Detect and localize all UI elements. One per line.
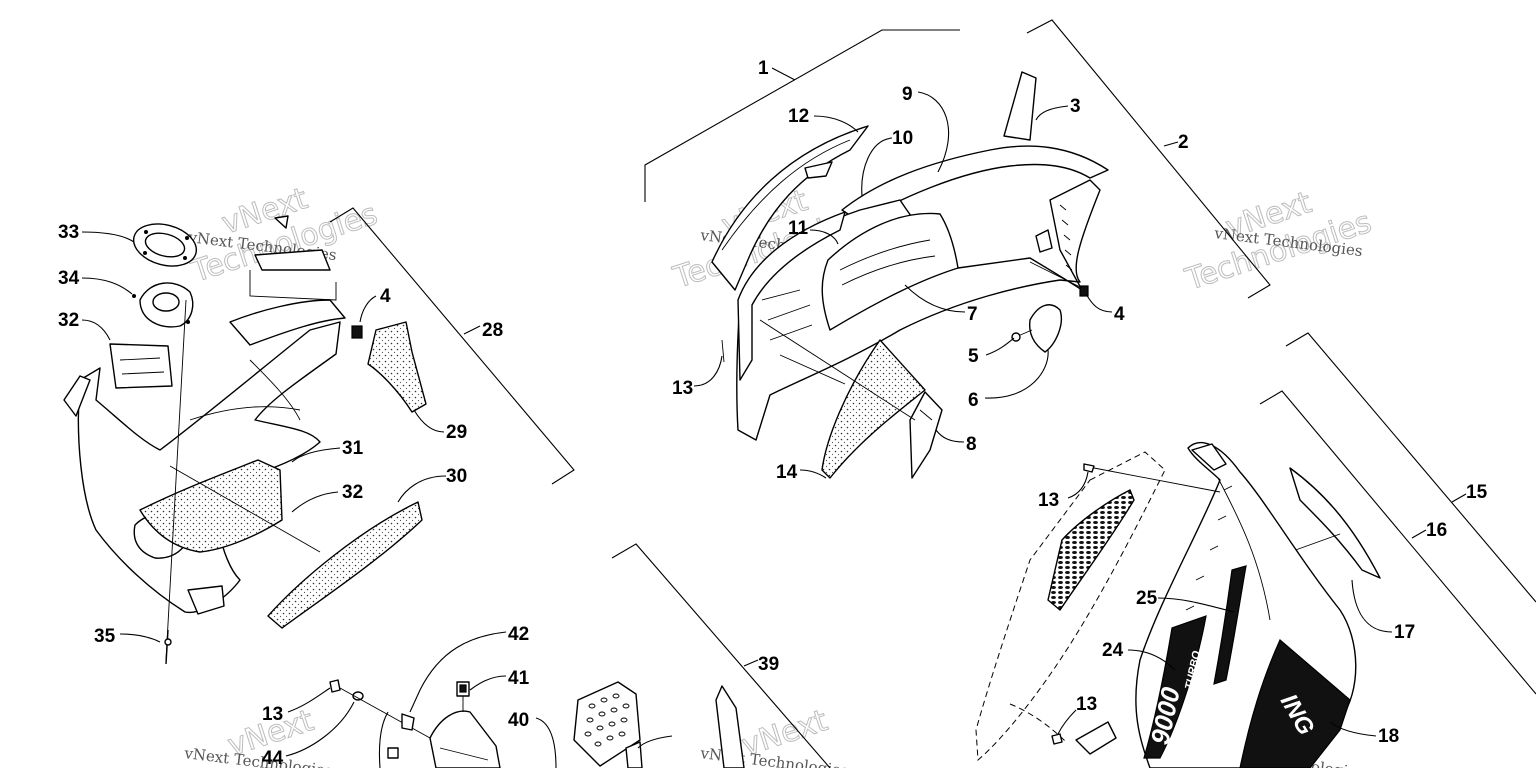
callout-2: 2 — [1178, 132, 1189, 153]
callout-35: 39 — [758, 654, 779, 675]
part-33-mount — [132, 282, 194, 328]
callout-13: 13 — [672, 378, 693, 399]
bottom-center-assembly: 39 42 41 40 13 44 — [262, 543, 831, 768]
callout-18: 18 — [1378, 726, 1399, 747]
part-hood-outline — [975, 451, 1166, 762]
part-13-screw-lower — [1051, 733, 1063, 745]
callout-5: 5 — [968, 346, 979, 367]
part-31-lens — [109, 343, 173, 389]
callout-13-bottom: 13 — [262, 704, 283, 725]
callout-40: 41 — [508, 668, 530, 689]
callout-39: 40 — [508, 710, 529, 731]
callout-10: 10 — [892, 128, 913, 149]
callout-30: 32 — [342, 482, 363, 503]
callout-28: 30 — [446, 466, 467, 487]
callout-41: 42 — [508, 624, 529, 645]
part-32-gasket — [132, 223, 198, 267]
part-nose-body — [736, 179, 1101, 441]
part-6-clip — [1028, 304, 1062, 353]
bracket-1 — [644, 29, 960, 202]
callout-34: 35 — [94, 626, 116, 647]
watermark-group-left: vNext Technologies vNext Technologies — [186, 181, 382, 291]
callout-16: 16 — [1426, 520, 1447, 541]
bracket-35 — [611, 543, 831, 768]
callout-11: 11 — [788, 218, 809, 239]
part-13-screw-bottom — [329, 679, 341, 693]
bracket-2 — [1026, 19, 1271, 299]
part-mesh-vent — [1047, 489, 1135, 611]
top-center-assembly: 1 2 3 4 5 6 7 8 9 10 11 12 13 14 — [644, 19, 1271, 483]
callout-27: 29 — [446, 422, 467, 443]
part-14-panel — [821, 339, 926, 479]
callout-3: 3 — [1070, 96, 1081, 117]
part-28-pad — [267, 501, 423, 629]
part-29-panel — [139, 459, 283, 553]
watermark-group-right: vNext Technologies vNext Technologies — [1180, 185, 1376, 299]
part-13-screw-right — [1083, 463, 1095, 473]
callout-13-lower: 13 — [1076, 694, 1097, 715]
callout-4-left: 4 — [380, 286, 391, 307]
callout-32: 33 — [58, 222, 79, 243]
part-4-nut-left — [351, 325, 363, 339]
bracket-15 — [1285, 332, 1536, 603]
part-44-plate — [573, 681, 641, 767]
part-18-graphic: ING — [1239, 639, 1351, 768]
callout-15: 15 — [1466, 482, 1488, 503]
part-3-windshield — [1003, 71, 1037, 141]
callout-4: 4 — [1114, 304, 1125, 325]
part-4-nut — [1079, 285, 1089, 297]
callout-9: 9 — [902, 84, 913, 105]
right-assembly: 9000 TURBO ING 15 16 17 18 24 25 13 13 — [975, 332, 1536, 768]
callout-33: 34 — [58, 268, 80, 289]
callout-6: 6 — [968, 390, 979, 411]
bracket-16 — [1259, 390, 1536, 695]
part-12-panel — [711, 125, 869, 291]
part-8-panel — [909, 391, 943, 479]
callout-17: 17 — [1394, 622, 1415, 643]
callout-42: 44 — [262, 748, 284, 768]
part-24-decal: 9000 TURBO — [1143, 615, 1207, 759]
part-7-screen — [821, 212, 959, 331]
callout-25: 25 — [1136, 588, 1158, 609]
part-41-bracket — [429, 710, 501, 768]
callout-12: 12 — [788, 106, 809, 127]
callout-29: 31 — [342, 438, 364, 459]
watermark-group-bottom-left: vNext vNext Technologies — [183, 703, 334, 768]
callout-7: 7 — [967, 304, 978, 325]
callout-1: 1 — [758, 58, 769, 79]
part-17-windshield — [1289, 467, 1381, 579]
part-27-pad — [367, 321, 427, 413]
callout-31: 32 — [58, 310, 79, 331]
callout-8: 8 — [966, 434, 977, 455]
left-assembly: 33 34 32 4 28 29 30 31 32 35 — [58, 207, 575, 665]
part-42-washer — [352, 691, 364, 701]
bracket-26 — [329, 207, 575, 485]
callout-24: 24 — [1102, 640, 1124, 661]
part-34-pin — [165, 629, 169, 665]
callout-26: 28 — [482, 320, 503, 341]
callout-13-right: 13 — [1038, 490, 1059, 511]
part-5-screw — [1011, 332, 1021, 342]
callout-14: 14 — [776, 462, 798, 483]
